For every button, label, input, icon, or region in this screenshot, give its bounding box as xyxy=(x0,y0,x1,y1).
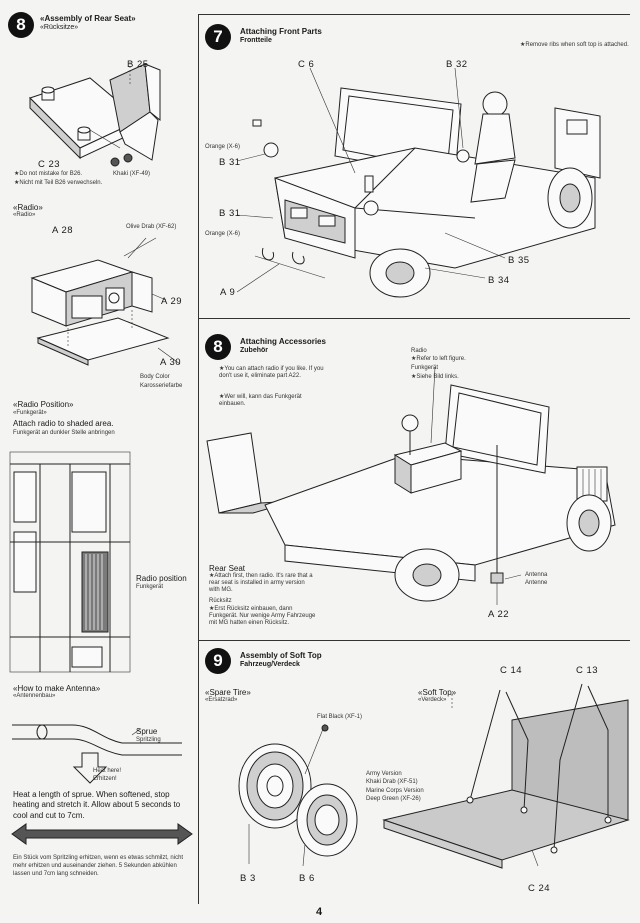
step9-flat-black: Flat Black (XF-1) xyxy=(317,714,363,720)
rear-seat-drawing xyxy=(29,62,161,167)
rear-seat-title-en: «Assembly of Rear Seat» xyxy=(40,14,136,23)
step8-rear-seat-en: Rear Seat xyxy=(209,564,246,573)
step9-soft-top-drawing xyxy=(382,683,630,869)
step9-top-rule xyxy=(198,640,630,641)
step8-radio-ref-en: ★Refer to left figure. xyxy=(411,356,466,362)
step-number-8-accessories: 8 xyxy=(205,334,231,360)
step-number-8-rear-seat: 8 xyxy=(8,12,34,38)
part-label-a29: A 29 xyxy=(161,296,183,307)
step9-title-en: Assembly of Soft Top xyxy=(240,651,322,660)
step8-antenna-en: Antenna xyxy=(525,572,548,578)
part-label-b31-lower: B 31 xyxy=(219,208,241,219)
part-label-b3: B 3 xyxy=(240,873,256,884)
step9-color-green: Deep Green (XF-26) xyxy=(366,796,421,802)
part-label-a22: A 22 xyxy=(488,609,510,620)
part-label-b6: B 6 xyxy=(299,873,315,884)
part-label-c14: C 14 xyxy=(500,665,523,676)
rear-seat-title-de: «Rücksitze» xyxy=(40,23,79,31)
step8-title: Attaching Accessories Zubehör xyxy=(240,337,326,355)
radio-title-de: «Radio» xyxy=(13,212,36,218)
step7-jeep-drawing xyxy=(236,67,601,298)
step9-spare-de: «Ersatzrad» xyxy=(205,697,238,703)
antenna-stretch-arrow xyxy=(11,823,193,845)
step7-title: Attaching Front Parts Frontteile xyxy=(240,27,322,45)
step7-note: ★Remove ribs when soft top is attached. xyxy=(520,42,629,48)
step8-rear-seat-note-en: ★Attach first, then radio. It's rare tha… xyxy=(209,573,313,593)
antenna-title-de: «Antennenbau» xyxy=(13,693,56,699)
radio-position-label-de: Funkgerät xyxy=(136,584,164,590)
part-label-a9: A 9 xyxy=(220,287,236,298)
antenna-sprue-en: Sprue xyxy=(136,727,158,736)
radio-position-title-en: «Radio Position» xyxy=(13,400,74,409)
step9-title-de: Fahrzeug/Verdeck xyxy=(240,660,300,668)
rear-seat-title: «Assembly of Rear Seat» «Rücksitze» xyxy=(40,14,136,32)
part-label-c6: C 6 xyxy=(298,59,315,70)
step9-title: Assembly of Soft Top Fahrzeug/Verdeck xyxy=(240,651,322,669)
step8-rear-seat-note-de: ★Erst Rücksitz einbauen, dann Funkgerät.… xyxy=(209,606,316,626)
rear-seat-paint: Khaki (XF-49) xyxy=(113,171,151,177)
radio-paint-body-en: Body Color xyxy=(140,374,170,380)
part-label-b34: B 34 xyxy=(488,275,510,286)
step8-radio-ref-de: ★Siehe Bild links. xyxy=(411,374,459,380)
step9-spare-en: «Spare Tire» xyxy=(205,688,251,697)
step8-antenna-de: Antenne xyxy=(525,580,548,586)
step8-radio-de: Funkgerät xyxy=(411,365,439,371)
rear-seat-note-de: ★Nicht mit Teil B26 verwechseln. xyxy=(14,180,103,186)
radio-title-en: «Radio» xyxy=(13,203,43,212)
radio-position-instr-de: Funkgerät an dunkler Stelle anbringen xyxy=(13,430,115,436)
antenna-heat-en: Heat here! xyxy=(93,768,122,774)
radio-position-label-en: Radio position xyxy=(136,574,187,583)
radio-paint-top: Olive Drab (XF-62) xyxy=(126,224,177,230)
part-label-b31-upper: B 31 xyxy=(219,157,241,168)
step-number-9: 9 xyxy=(205,648,231,674)
step9-color-khaki: Khaki Drab (XF-51) xyxy=(366,779,418,785)
column-divider xyxy=(198,14,199,904)
step7-title-de: Frontteile xyxy=(240,36,272,44)
step8-title-de: Zubehör xyxy=(240,346,268,354)
antenna-sprue-drawing xyxy=(12,724,182,784)
step9-soft-top-en: «Soft Top» xyxy=(418,688,457,697)
radio-position-instr-en: Attach radio to shaded area. xyxy=(13,419,114,428)
step8-note-de: ★Wer will, kann das Funkgerät einbauen. xyxy=(219,394,302,407)
step7-title-en: Attaching Front Parts xyxy=(240,27,322,36)
antenna-title-en: «How to make Antenna» xyxy=(13,684,101,693)
part-label-b25: B 25 xyxy=(127,59,149,70)
antenna-sprue-de: Spritzling xyxy=(136,737,161,743)
radio-position-drawing xyxy=(9,451,131,673)
antenna-instr-en: Heat a length of sprue. When softened, s… xyxy=(13,790,181,820)
page-number: 4 xyxy=(316,906,323,918)
radio-position-title-de: «Funkgerät» xyxy=(13,410,47,416)
step8-note-en: ★You can attach radio if you like. If yo… xyxy=(219,366,324,379)
part-label-b32: B 32 xyxy=(446,59,468,70)
step9-soft-top-de: «Verdeck» xyxy=(418,697,447,703)
antenna-heat-de: Erhitzen! xyxy=(93,776,117,782)
step7-top-rule xyxy=(198,14,630,15)
step8-top-rule xyxy=(198,318,630,319)
part-label-c23: C 23 xyxy=(38,159,61,170)
step9-spare-tire-drawing xyxy=(238,723,358,867)
part-label-b35: B 35 xyxy=(508,255,530,266)
step8-radio-en: Radio xyxy=(411,348,427,354)
radio-drawing xyxy=(30,237,181,366)
step8-title-en: Attaching Accessories xyxy=(240,337,326,346)
part-label-a30: A 30 xyxy=(160,357,182,368)
part-label-c24: C 24 xyxy=(528,883,551,894)
step8-rear-seat-de: Rücksitz xyxy=(209,598,232,604)
part-label-a28: A 28 xyxy=(52,225,74,236)
step-number-7: 7 xyxy=(205,24,231,50)
rear-seat-note-en: ★Do not mistake for B26. xyxy=(14,171,83,177)
step9-color-marine: Marine Corps Version xyxy=(366,788,424,794)
step9-color-army: Army Version xyxy=(366,771,402,777)
step8-jeep-drawing xyxy=(206,366,616,605)
part-label-c13: C 13 xyxy=(576,665,599,676)
radio-paint-body-de: Karosseriefarbe xyxy=(140,383,183,389)
step7-orange-a: Orange (X-6) xyxy=(205,144,241,150)
antenna-instr-de: Ein Stück vom Spritzling erhitzen, wenn … xyxy=(13,855,184,878)
step7-orange-b: Orange (X-6) xyxy=(205,231,241,237)
